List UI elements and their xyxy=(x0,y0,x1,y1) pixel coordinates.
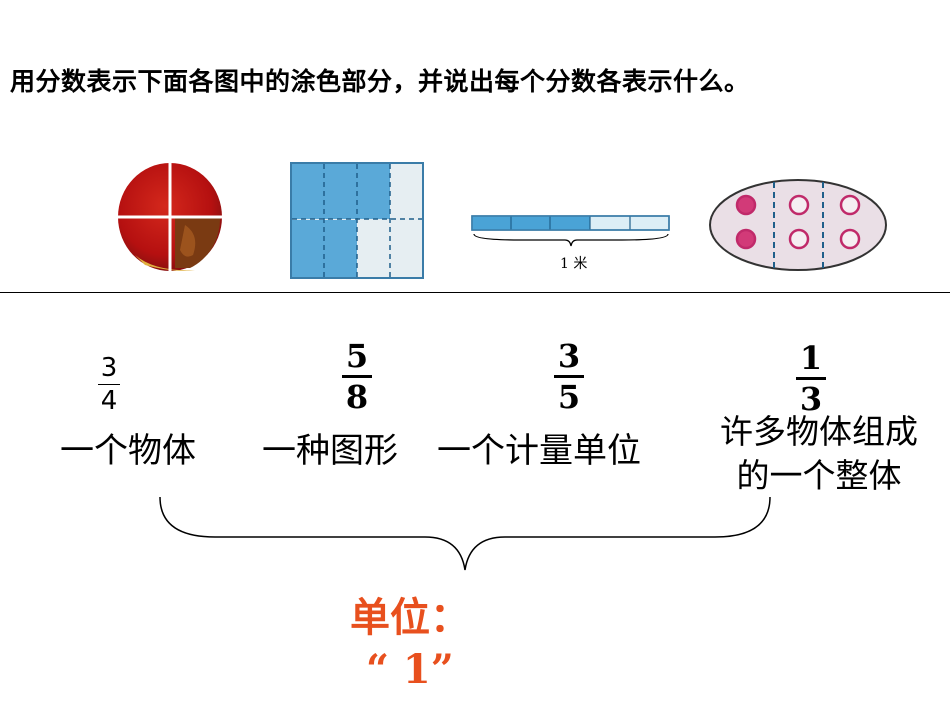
denominator: 8 xyxy=(345,378,369,416)
label-line-2: 的一个整体 xyxy=(736,456,902,495)
unit-one-conclusion: 单位： “ 1” xyxy=(350,592,470,696)
unit-label: 单位： xyxy=(350,594,470,641)
label-one-shape: 一种图形 xyxy=(262,431,398,471)
oval-group-figure xyxy=(709,179,887,271)
instruction-text: 用分数表示下面各图中的涂色部分，并说出每个分数各表示什么。 xyxy=(10,67,750,96)
fraction-bar xyxy=(796,377,826,380)
divider-line xyxy=(0,292,950,293)
fraction-bar xyxy=(98,384,120,385)
label-group-whole: 许多物体组成 的一个整体 xyxy=(708,410,930,498)
fraction-3-4: 3 4 xyxy=(96,355,122,414)
label-one-unit: 一个计量单位 xyxy=(437,431,641,471)
fraction-1-3: 1 3 xyxy=(794,342,828,415)
unit-one-value: “ 1” xyxy=(366,646,454,693)
fraction-5-8: 5 8 xyxy=(340,340,374,413)
denominator: 5 xyxy=(557,378,581,416)
fraction-bar xyxy=(554,375,584,378)
rectangle-figure xyxy=(290,162,424,279)
numerator: 3 xyxy=(100,353,118,383)
fraction-bar xyxy=(342,375,372,378)
label-line-1: 许多物体组成 xyxy=(720,412,918,451)
meter-label: 1 米 xyxy=(560,256,587,272)
round-object-figure xyxy=(118,163,222,271)
curly-brace xyxy=(159,496,771,571)
denominator: 3 xyxy=(799,380,823,418)
fraction-3-5: 3 5 xyxy=(552,340,586,413)
denominator: 4 xyxy=(100,386,118,416)
numerator: 3 xyxy=(557,337,581,375)
numerator: 1 xyxy=(799,339,823,377)
meter-bar-figure: 1 米 xyxy=(471,215,670,272)
label-one-object: 一个物体 xyxy=(60,431,196,471)
numerator: 5 xyxy=(345,337,369,375)
